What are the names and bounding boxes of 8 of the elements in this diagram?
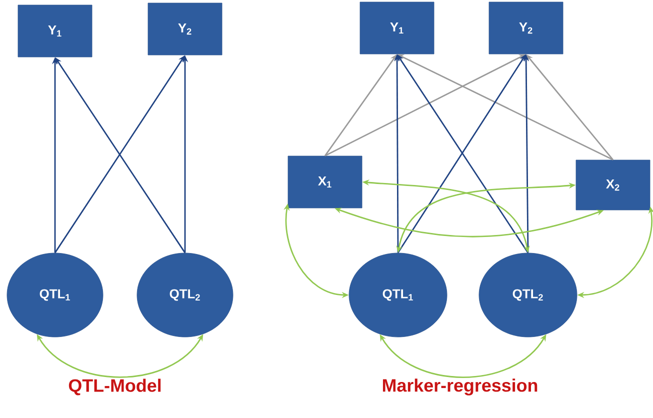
variable-box: Y$_{1}$ xyxy=(360,2,434,54)
variable-box: Y$_{1}$ xyxy=(18,4,92,58)
caption: QTL-Model xyxy=(68,378,161,396)
variable-box: X$_{1}$ xyxy=(288,156,362,208)
variable-box: X$_{2}$ xyxy=(576,160,650,210)
variable-box: Y$_{2}$ xyxy=(148,2,222,56)
caption: Marker-regression xyxy=(382,378,538,396)
variable-box: Y$_{2}$ xyxy=(488,2,564,54)
